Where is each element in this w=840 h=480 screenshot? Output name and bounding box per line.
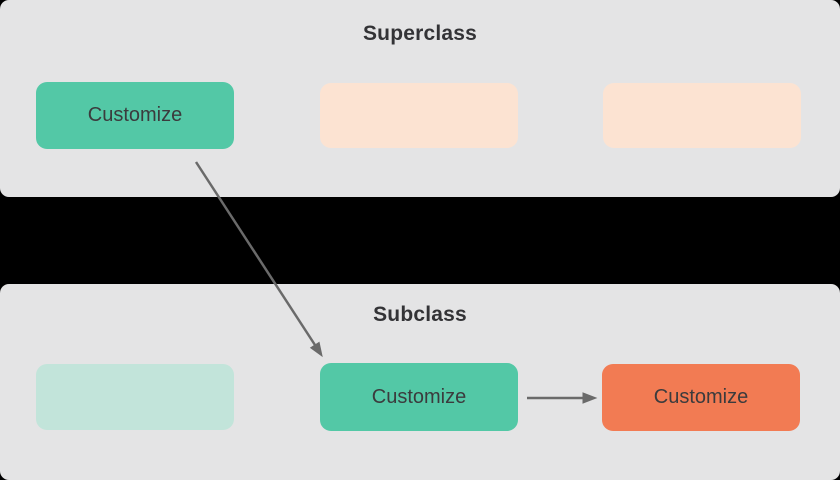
subclass-title: Subclass <box>373 303 467 326</box>
subclass-customize-orange-box: Customize <box>602 364 800 431</box>
superclass-placeholder-box-2 <box>603 83 801 148</box>
subclass-customize-box: Customize <box>320 363 518 431</box>
superclass-panel: Superclass Customize <box>0 0 840 197</box>
superclass-title: Superclass <box>362 22 478 45</box>
superclass-placeholder-box-1 <box>320 83 518 148</box>
subclass-placeholder-box <box>36 364 234 430</box>
superclass-customize-label: Customize <box>87 104 183 126</box>
subclass-customize-orange-label: Customize <box>653 386 749 408</box>
superclass-customize-box: Customize <box>36 82 234 149</box>
subclass-customize-label: Customize <box>371 385 467 408</box>
subclass-panel: Subclass Customize Customize <box>0 284 840 480</box>
